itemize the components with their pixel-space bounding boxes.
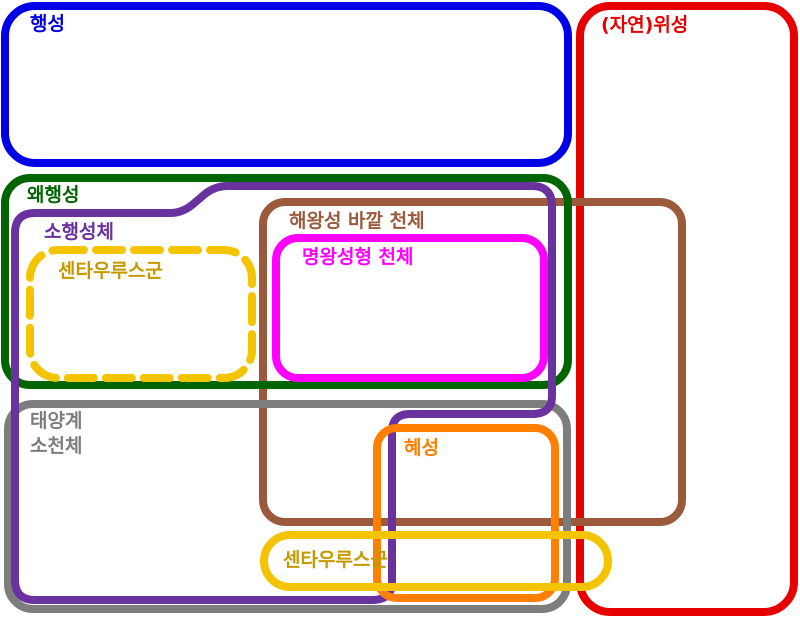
centaurs-top-label: 센타우루스군 xyxy=(58,260,163,282)
plutoids-label: 명왕성형 천체 xyxy=(302,246,414,268)
centaurs-top-region xyxy=(26,246,256,382)
centaurs-bottom-region xyxy=(260,531,612,591)
trans-neptunian-region xyxy=(259,198,686,526)
small-solar-system-bodies-label-line1: 태양계 xyxy=(30,410,83,432)
plutoids-region xyxy=(272,234,548,382)
natural-satellites-label: (자연)위성 xyxy=(601,14,689,36)
dwarf-planets-label: 왜행성 xyxy=(27,184,80,206)
small-solar-system-bodies-label-line2: 소천체 xyxy=(30,435,83,457)
comets-label: 혜성 xyxy=(404,437,439,459)
natural-satellites-region xyxy=(576,2,798,616)
centaurs-bottom-label: 센타우루스군 xyxy=(283,549,388,571)
dwarf-planets-region xyxy=(1,174,572,389)
planets-label: 행성 xyxy=(30,13,65,35)
trans-neptunian-label: 해왕성 바깥 천체 xyxy=(289,210,425,232)
planets-region xyxy=(1,2,572,167)
small-solar-system-bodies-region xyxy=(4,400,571,613)
comets-region xyxy=(373,424,559,602)
small-bodies-region xyxy=(11,182,556,604)
small-bodies-label: 소행성체 xyxy=(44,221,114,243)
